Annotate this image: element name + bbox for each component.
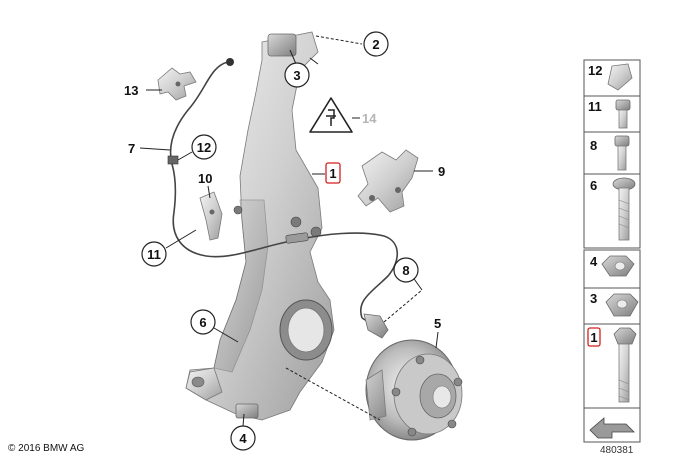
callout-13: 13 <box>124 83 138 98</box>
callout-4: 4 <box>230 425 256 451</box>
panel-row-label: 8 <box>590 138 597 153</box>
callout-label: 3 <box>293 68 300 83</box>
callout-label: 7 <box>128 141 135 156</box>
panel-row-4: 4 <box>583 249 641 289</box>
callout-label: 8 <box>402 263 409 278</box>
callout-label: 11 <box>147 247 161 262</box>
callout-label: 5 <box>434 316 441 331</box>
callout-label: 10 <box>198 171 212 186</box>
callout-11: 11 <box>141 241 167 267</box>
cable-bracket-13 <box>157 67 197 101</box>
panel-row-3: 3 <box>583 287 641 325</box>
callout-10: 10 <box>198 171 212 186</box>
drawing-number: 480381 <box>600 445 634 456</box>
callout-12: 12 <box>191 134 217 160</box>
callout-label: 4 <box>239 431 247 446</box>
panel-row-8: 8 <box>583 131 641 175</box>
callout-label: 6 <box>199 315 206 330</box>
callout-label: 14 <box>362 111 377 126</box>
callout-3: 3 <box>284 62 310 88</box>
callout-label: 13 <box>124 83 138 98</box>
callout-14: 14 <box>362 111 377 126</box>
abs-sensor-cable <box>167 58 399 339</box>
panel-row-label: 11 <box>588 99 602 114</box>
callout-1: 1 <box>325 162 341 184</box>
panel-row-12: 12 <box>583 59 641 97</box>
callout-5: 5 <box>434 316 441 331</box>
panel-row-11: 11 <box>583 95 641 133</box>
steering-knuckle <box>185 31 335 421</box>
electrical-warning-triangle-icon <box>309 97 353 133</box>
callout-label: 2 <box>372 37 379 52</box>
callout-label: 1 <box>329 166 336 181</box>
callout-label: 9 <box>438 164 445 179</box>
cable-holder-9 <box>357 149 419 213</box>
parts-panel: 12 11 8 6 4 <box>583 59 641 443</box>
callout-2: 2 <box>363 31 389 57</box>
panel-row-1: 1 <box>583 323 641 409</box>
callout-9: 9 <box>438 164 445 179</box>
panel-row-label: 4 <box>590 254 598 269</box>
panel-row-6: 6 <box>583 173 641 249</box>
cable-bracket-10 <box>199 191 223 241</box>
panel-row-label: 3 <box>590 291 597 306</box>
callout-8: 8 <box>393 257 419 283</box>
panel-row-label: 12 <box>588 63 602 78</box>
overview-arrow-icon <box>583 407 641 443</box>
callout-label: 12 <box>197 140 211 155</box>
callout-6: 6 <box>190 309 216 335</box>
wheel-hub <box>365 339 463 441</box>
panel-row-label: 1 <box>590 330 597 345</box>
copyright-notice: © 2016 BMW AG <box>8 443 85 454</box>
panel-row-label: 6 <box>590 178 597 193</box>
callout-7: 7 <box>128 141 135 156</box>
